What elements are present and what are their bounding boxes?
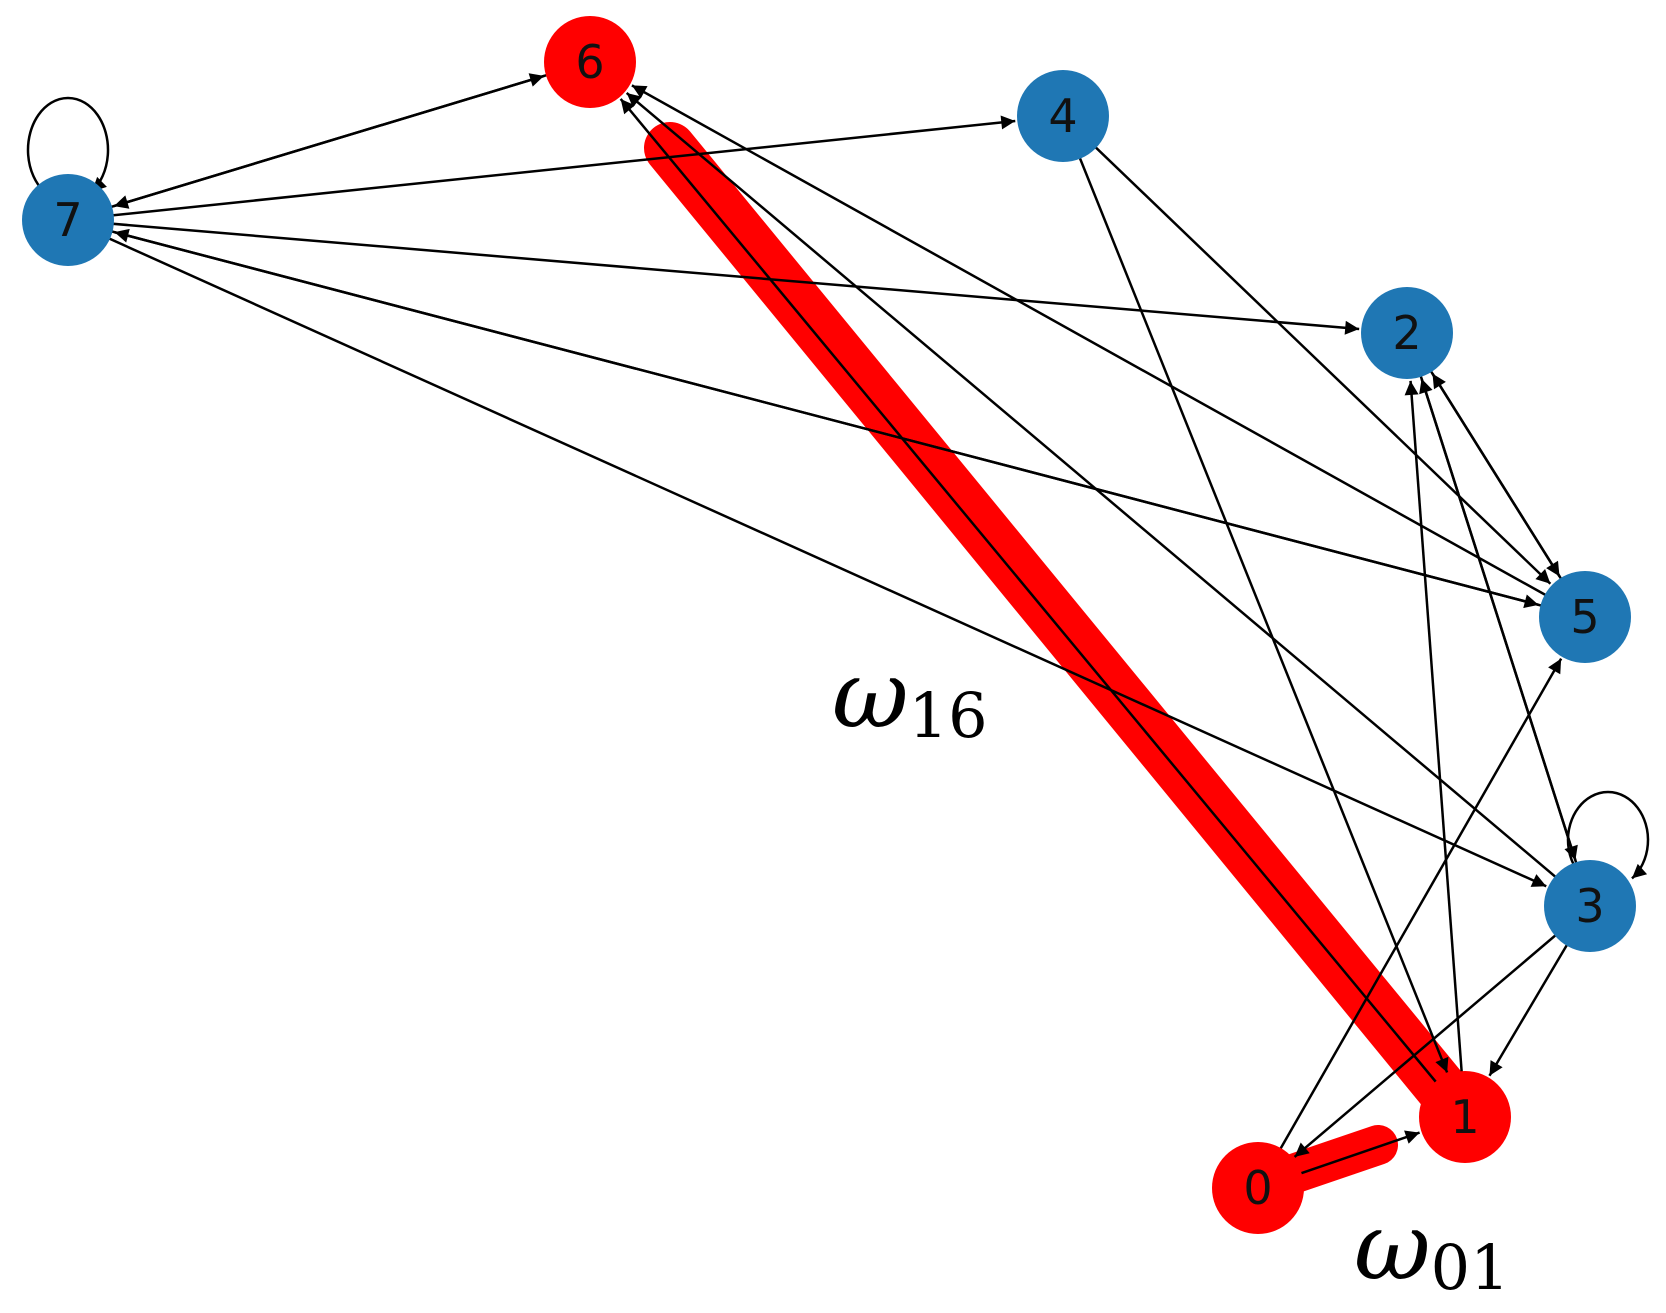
- node-2: 2: [1361, 287, 1453, 379]
- node-circle-6: [544, 16, 636, 108]
- node-label-0: 0: [1243, 1161, 1272, 1215]
- self-loop-3: [1566, 790, 1650, 880]
- edge-0-5: [1261, 658, 1563, 1181]
- edge-label-0-1: ω01: [1354, 1193, 1510, 1304]
- node-label-4: 4: [1048, 89, 1077, 143]
- edge-1-6: [619, 98, 1461, 1111]
- edge-7-2: [77, 219, 1360, 335]
- edge-3-0: [1293, 911, 1584, 1158]
- node-6: 6: [544, 16, 636, 108]
- edge-4-5: [1068, 121, 1552, 585]
- edge-5-6: [631, 84, 1578, 614]
- nodes: 0 1 2 3 4 5 6 7: [22, 16, 1636, 1234]
- edge-3-6: [625, 92, 1584, 902]
- node-circle-2: [1361, 287, 1453, 379]
- node-4: 4: [1017, 70, 1109, 162]
- node-0: 0: [1212, 1142, 1304, 1234]
- edge-3-2: [1419, 378, 1589, 898]
- node-label-6: 6: [575, 35, 604, 89]
- node-circle-4: [1017, 70, 1109, 162]
- edge-7-4: [77, 115, 1016, 221]
- node-3: 3: [1544, 860, 1636, 952]
- node-label-1: 1: [1450, 1090, 1479, 1144]
- edge-1-2: [1404, 380, 1466, 1108]
- edge-6-7: [113, 63, 582, 209]
- node-5: 5: [1539, 571, 1631, 663]
- edge-5-7: [114, 228, 1577, 616]
- node-circle-1: [1419, 1071, 1511, 1163]
- node-label-7: 7: [53, 193, 82, 247]
- node-7: 7: [22, 174, 114, 266]
- node-circle-3: [1544, 860, 1636, 952]
- node-1: 1: [1419, 1071, 1511, 1163]
- node-circle-0: [1212, 1142, 1304, 1234]
- node-circle-7: [22, 174, 114, 266]
- node-label-2: 2: [1392, 306, 1421, 360]
- highlighted-edge-0-1: [1270, 1125, 1398, 1195]
- node-circle-5: [1539, 571, 1631, 663]
- edge-4-1: [1065, 124, 1449, 1073]
- edge-label-1-6: ω16: [832, 641, 988, 752]
- self-loop-7: [26, 96, 110, 193]
- edge-7-3: [75, 222, 1547, 888]
- node-label-3: 3: [1575, 879, 1604, 933]
- edges: [26, 63, 1650, 1187]
- edge-5-2: [1431, 373, 1582, 610]
- node-label-5: 5: [1570, 590, 1599, 644]
